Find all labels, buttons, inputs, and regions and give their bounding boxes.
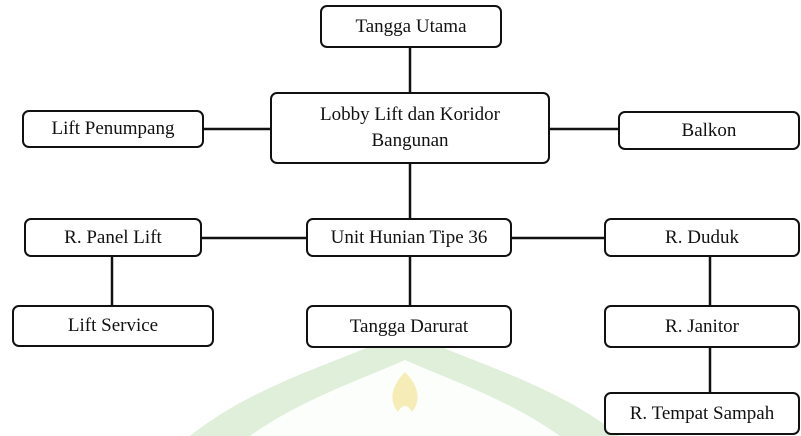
node-label: R. Panel Lift [64,226,162,248]
node-janitor: R. Janitor [604,305,800,348]
node-tangga-utama: Tangga Utama [320,5,502,48]
node-label: Tangga Darurat [349,315,469,337]
watermark-flame [392,372,418,412]
node-label: Lobby Lift dan Koridor Bangunan [320,104,500,151]
node-lift-penumpang: Lift Penumpang [22,110,204,148]
node-label: R. Tempat Sampah [629,402,775,424]
node-label: Lift Penumpang [51,118,175,140]
node-label: Balkon [681,119,737,141]
node-balkon: Balkon [618,111,800,150]
node-label: R. Duduk [665,226,739,248]
node-panel-lift: R. Panel Lift [24,218,202,257]
node-duduk: R. Duduk [604,218,800,257]
node-unit-hunian: Unit Hunian Tipe 36 [306,218,512,257]
node-label: Lift Service [67,315,159,337]
node-lobby-lift-koridor: Lobby Lift dan Koridor Bangunan [270,92,550,164]
node-label: Tangga Utama [355,15,467,37]
node-lift-service: Lift Service [12,305,214,347]
node-label: Unit Hunian Tipe 36 [330,226,488,248]
node-tempat-sampah: R. Tempat Sampah [604,392,800,435]
node-label: R. Janitor [665,315,739,337]
node-tangga-darurat: Tangga Darurat [306,305,512,348]
